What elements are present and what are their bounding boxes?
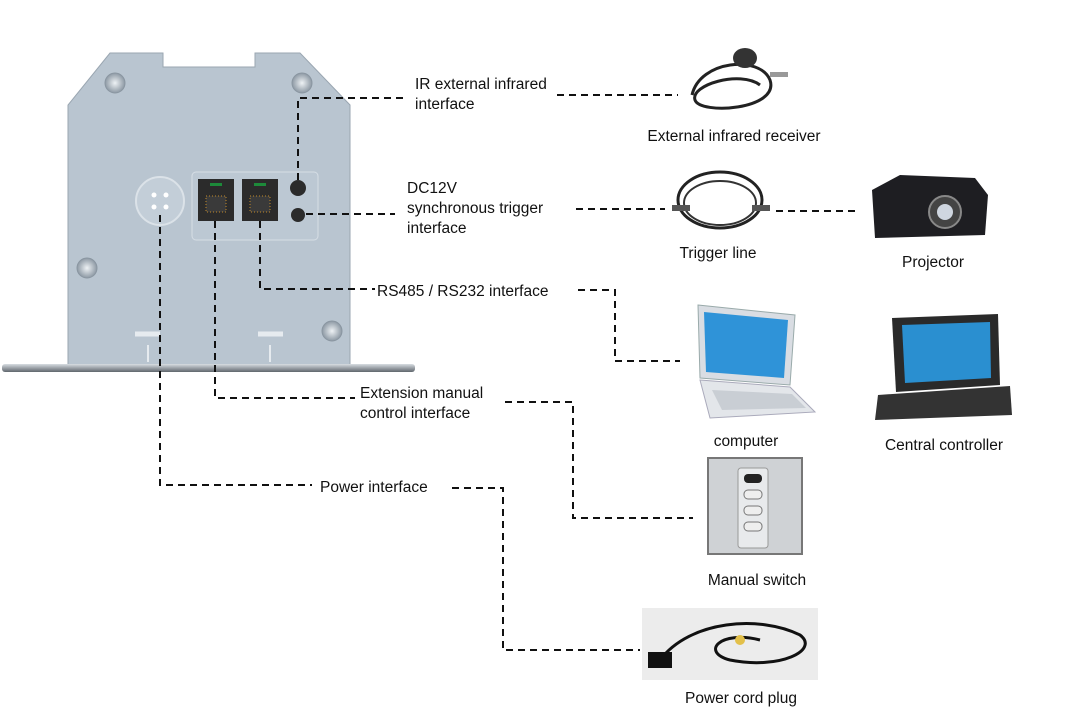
ext-interface-label-2: control interface (360, 405, 470, 422)
central-controller-label: Central controller (885, 437, 1003, 454)
trigger-port (291, 208, 305, 222)
manual-switch-label: Manual switch (708, 572, 806, 589)
power-cord-image (642, 608, 818, 680)
ir-receiver-label: External infrared receiver (647, 128, 820, 145)
power-line (159, 215, 640, 651)
rs485-interface-label: RS485 / RS232 interface (377, 283, 548, 300)
computer-image (697, 304, 817, 419)
rs485-line (259, 221, 680, 362)
ext-interface-label: Extension manual (360, 385, 483, 402)
ir-interface-label-2: interface (415, 96, 474, 113)
extension-line (214, 221, 693, 519)
computer-label: computer (714, 433, 779, 450)
dc-interface-label-2: synchronous trigger (407, 200, 543, 217)
central-controller-image (875, 314, 1012, 420)
projector-image (872, 175, 988, 238)
rj-jack-manual (198, 179, 234, 221)
dc-interface-label: DC12V (407, 180, 458, 197)
manual-switch-image (707, 457, 803, 555)
power-cord-label: Power cord plug (685, 690, 797, 707)
rj-jack-rs485 (242, 179, 278, 221)
trigger-line-image (672, 170, 770, 230)
screw-icon (76, 72, 343, 342)
dc-interface-label-3: interface (407, 220, 466, 237)
projector-label: Projector (902, 254, 964, 271)
power-interface-label: Power interface (320, 479, 428, 496)
ir-line (297, 94, 678, 180)
mounting-flange (2, 364, 415, 372)
ir-port (290, 180, 306, 196)
ir-interface-label: IR external infrared (415, 76, 547, 93)
trigger-line-connection (306, 208, 858, 215)
ir-receiver-image (690, 48, 788, 110)
trigger-line-label: Trigger line (680, 245, 757, 262)
controller-device (2, 52, 415, 372)
power-connector (135, 176, 185, 226)
